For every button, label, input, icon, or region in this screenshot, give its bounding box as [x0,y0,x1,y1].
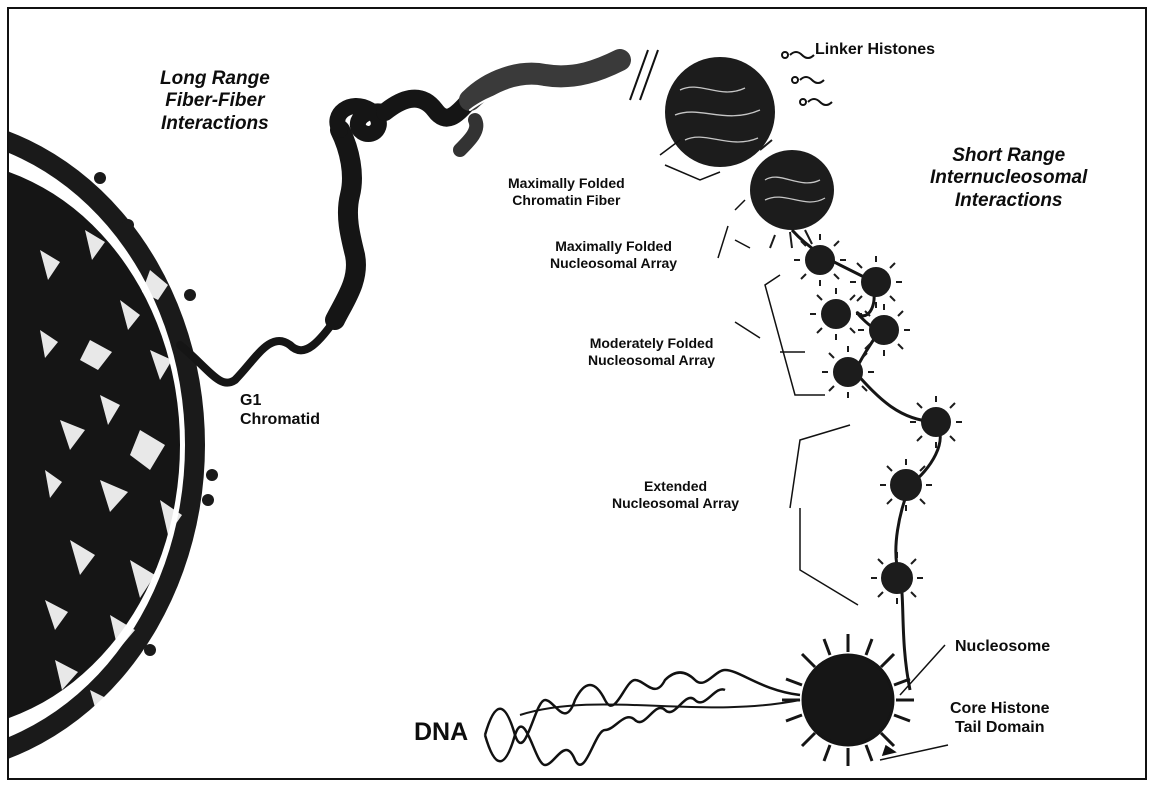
short-range-line-3: Interactions [930,190,1087,212]
ext-array-line-2: Nucleosomal Array [612,495,739,512]
leader-lines [660,140,948,760]
short-range-line-2: Internucleosomal [930,167,1087,189]
short-range-label: Short Range Internucleosomal Interaction… [930,145,1087,212]
long-range-label: Long Range Fiber-Fiber Interactions [160,68,270,135]
max-array-line-1: Maximally Folded [550,238,677,255]
long-range-line-2: Fiber-Fiber [160,90,270,112]
mod-array-line-1: Moderately Folded [588,335,715,352]
chromatin-fiber-mass [665,57,834,248]
max-fiber-line-2: Chromatin Fiber [508,192,625,209]
dna-label: DNA [414,718,468,748]
extended-array-label: Extended Nucleosomal Array [612,478,739,511]
dna-helix [485,670,800,765]
long-range-line-1: Long Range [160,68,270,90]
core-histone-line-2: Tail Domain [950,719,1050,738]
large-nucleosome [782,634,914,766]
linker-histones-label: Linker Histones [815,41,935,60]
long-range-line-3: Interactions [160,113,270,135]
nucleosome-chain [520,230,940,715]
ext-array-line-1: Extended [612,478,739,495]
mod-array-line-2: Nucleosomal Array [588,352,715,369]
g1-line-1: G1 [240,392,320,411]
max-folded-fiber-label: Maximally Folded Chromatin Fiber [508,175,625,208]
max-array-line-2: Nucleosomal Array [550,255,677,272]
g1-chromatid-label: G1 Chromatid [240,392,320,430]
short-range-line-1: Short Range [930,145,1087,167]
core-histone-line-1: Core Histone [950,700,1050,719]
max-fiber-line-1: Maximally Folded [508,175,625,192]
nucleosome-beads [794,234,962,604]
core-histone-label: Core Histone Tail Domain [950,700,1050,738]
nucleosome-label: Nucleosome [955,638,1050,657]
max-folded-array-label: Maximally Folded Nucleosomal Array [550,238,677,271]
fiber-break-mark [630,50,658,100]
g1-line-2: Chromatid [240,411,320,430]
g1-chromosome-region [0,100,220,787]
linker-histone-glyphs [782,52,832,105]
mod-folded-array-label: Moderately Folded Nucleosomal Array [588,335,715,368]
